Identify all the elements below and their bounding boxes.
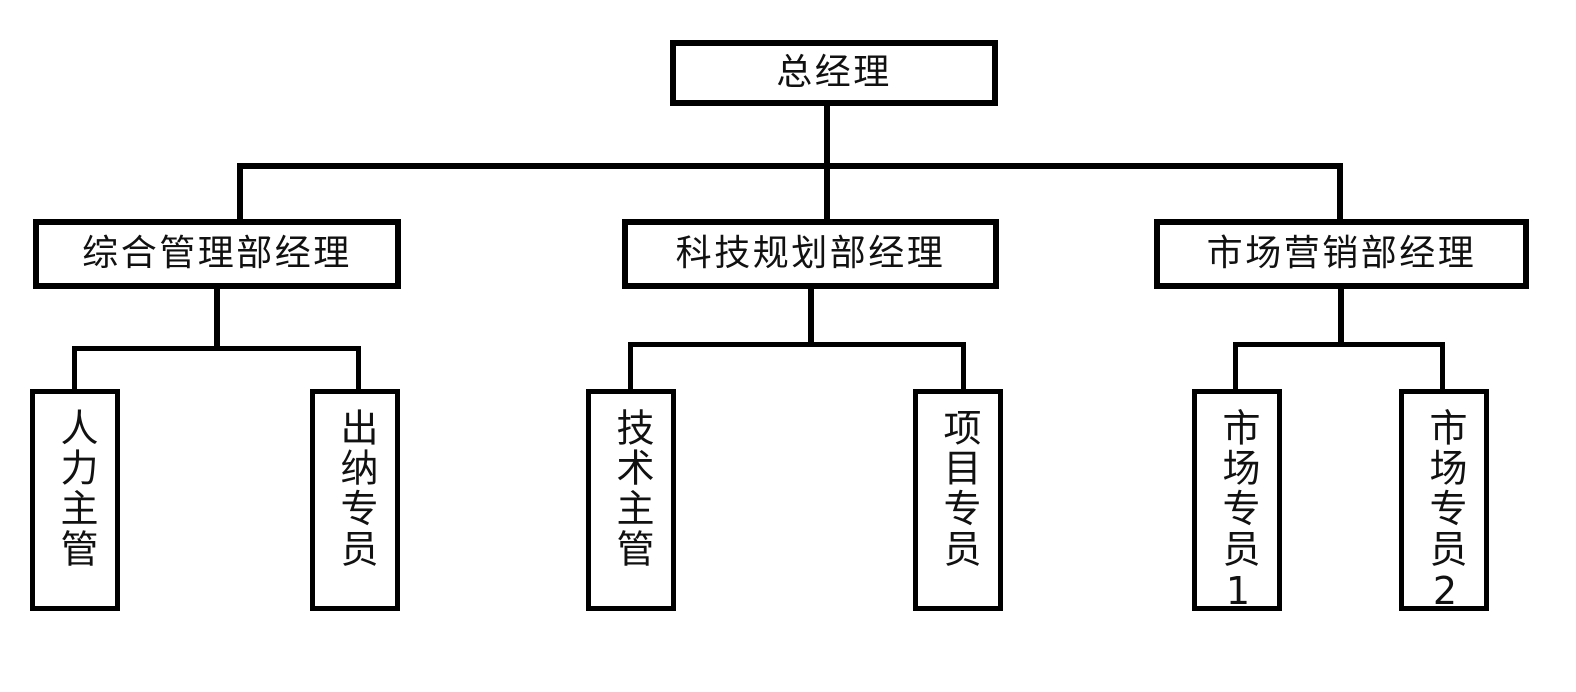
org-node-project-specialist[interactable]: 项目专员 xyxy=(913,389,1003,611)
connector-level2-bus xyxy=(237,163,1343,169)
org-node-marketing-specialist-1[interactable]: 市场专员1 xyxy=(1192,389,1282,615)
org-node-technical-supervisor[interactable]: 技术主管 xyxy=(586,389,676,611)
connector-admin-bus xyxy=(72,346,361,351)
connector-root-stem xyxy=(824,105,830,169)
org-node-label: 市场专员1 xyxy=(1215,408,1260,616)
connector-drop-techlead xyxy=(628,342,633,391)
org-node-tech-planning-department-manager[interactable]: 科技规划部经理 xyxy=(622,219,999,289)
org-node-marketing-department-manager[interactable]: 市场营销部经理 xyxy=(1154,219,1529,289)
connector-drop-mkt2 xyxy=(1440,342,1445,391)
connector-drop-project xyxy=(961,342,966,391)
org-node-admin-department-manager[interactable]: 综合管理部经理 xyxy=(33,219,401,289)
org-node-label: 总经理 xyxy=(776,52,892,94)
connector-tech-stem xyxy=(808,288,814,346)
connector-tech-bus xyxy=(628,342,966,347)
connector-drop-hr xyxy=(72,346,77,391)
org-node-marketing-specialist-2[interactable]: 市场专员2 xyxy=(1399,389,1489,615)
connector-drop-admin xyxy=(237,163,243,221)
org-node-label: 市场营销部经理 xyxy=(1206,233,1477,275)
connector-market-bus xyxy=(1233,342,1444,347)
connector-drop-market xyxy=(1337,163,1343,221)
connector-drop-tech xyxy=(824,163,830,221)
org-node-general-manager[interactable]: 总经理 xyxy=(670,40,998,106)
org-node-label: 人力主管 xyxy=(53,408,98,570)
connector-drop-mkt1 xyxy=(1233,342,1238,391)
connector-admin-stem xyxy=(214,288,220,350)
org-node-label: 项目专员 xyxy=(936,408,981,570)
org-node-label: 技术主管 xyxy=(609,408,654,570)
org-node-cashier-specialist[interactable]: 出纳专员 xyxy=(310,389,400,611)
org-node-label: 综合管理部经理 xyxy=(82,233,352,275)
org-node-hr-supervisor[interactable]: 人力主管 xyxy=(30,389,120,611)
connector-market-stem xyxy=(1338,288,1344,346)
connector-drop-cashier xyxy=(356,346,361,391)
org-node-label: 市场专员2 xyxy=(1422,408,1467,616)
org-node-label: 出纳专员 xyxy=(333,408,378,570)
org-node-label: 科技规划部经理 xyxy=(675,233,946,275)
